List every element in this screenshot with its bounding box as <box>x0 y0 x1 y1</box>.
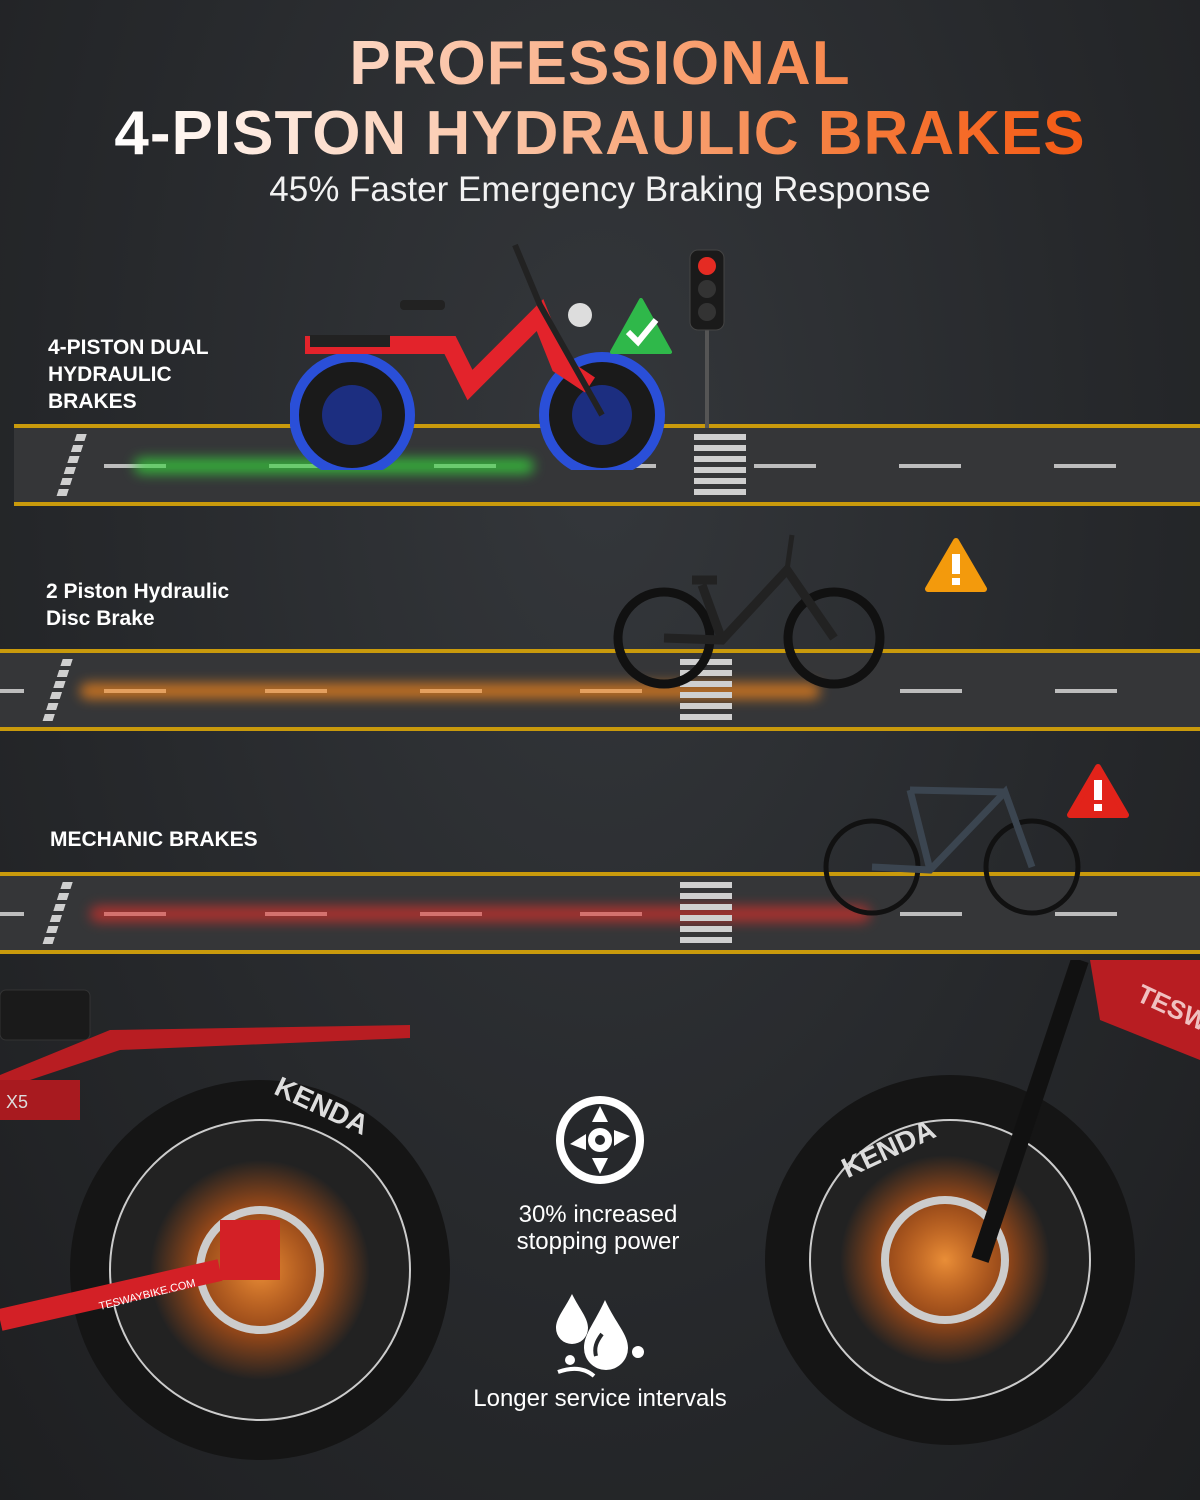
feature-service-text: Longer service intervals <box>473 1385 727 1412</box>
title-line-2: 4-PISTON HYDRAULIC BRAKES <box>114 99 1086 168</box>
feature-service <box>550 1290 650 1385</box>
traffic-light-icon <box>689 249 725 428</box>
bicycle-image <box>823 785 1081 916</box>
front-wheel-closeup-image: TESWAY KENDA <box>765 960 1200 1445</box>
subtitle: 45% Faster Emergency Braking Response <box>269 170 931 209</box>
warning-icon-orange <box>925 538 987 592</box>
oil-drops-icon <box>556 1294 644 1378</box>
feature-stopping-power <box>450 1092 750 1193</box>
label-mechanic: MECHANIC BRAKES <box>50 828 258 851</box>
road-lane-2 <box>0 649 1200 731</box>
svg-text:X5: X5 <box>6 1092 28 1112</box>
ebike-black-image <box>613 534 885 689</box>
road-lane-3 <box>0 872 1200 954</box>
warning-icon-red <box>1067 764 1129 818</box>
ebike-red-image <box>290 243 665 470</box>
rear-wheel-closeup-image: X5 KENDA TESWAYBIKE.COM <box>0 989 450 1460</box>
braking-distance-trail-orange <box>80 683 820 699</box>
brake-disc-icon <box>556 1096 644 1184</box>
check-icon <box>610 298 672 354</box>
title-line-1: PROFESSIONAL <box>349 29 851 98</box>
braking-distance-trail-red <box>90 906 870 922</box>
